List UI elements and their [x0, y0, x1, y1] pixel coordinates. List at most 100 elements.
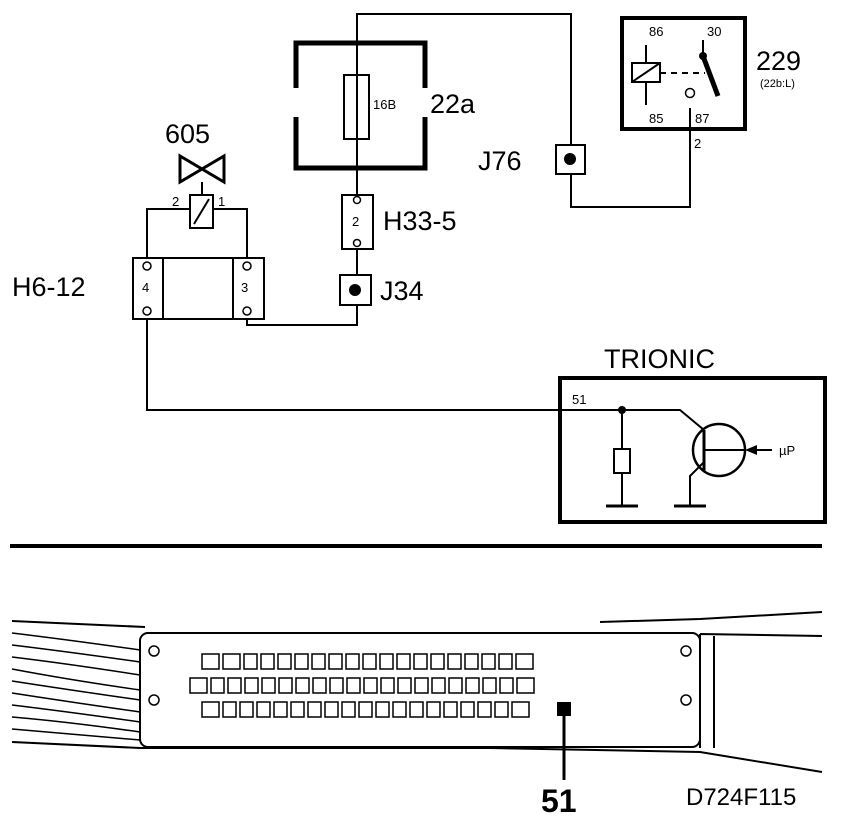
wire-h6pin4-to-valve2 [146, 208, 190, 264]
relay-pin-30: 30 [707, 24, 721, 39]
ecu-processor: µP [779, 443, 795, 458]
wire-valve1-to-h6pin3 [213, 208, 248, 264]
connector-h6: 4 3 H6-12 [12, 257, 265, 320]
valve-pin-1: 1 [218, 194, 225, 209]
h33-pin: 2 [352, 214, 359, 229]
connector-pin [324, 701, 339, 718]
ecu-resistor [613, 448, 631, 474]
connector-pin [227, 677, 242, 694]
connector-j76: J76 [478, 144, 586, 176]
connector-pin [511, 701, 530, 718]
connector-pin [409, 701, 424, 718]
connector-pin [499, 677, 514, 694]
connector-pin [448, 677, 463, 694]
fuse-box-label: 22a [430, 89, 476, 119]
relay-pin-85: 85 [649, 111, 663, 126]
relay: 86 30 85 87 2 229 (22b:L) [620, 16, 801, 151]
relay-sublabel: (22b:L) [760, 78, 795, 90]
ecu-connector-view: 51 D724F115 [11, 611, 823, 819]
connector-pin [256, 701, 271, 718]
connector-pin [414, 677, 429, 694]
connector-pin [278, 677, 293, 694]
connector-h33: 2 H33-5 [341, 194, 457, 250]
j76-label: J76 [478, 146, 522, 176]
connector-pin [222, 701, 237, 718]
relay-switch [700, 55, 721, 97]
connector-pin [273, 701, 288, 718]
connector-pin [328, 653, 343, 670]
ecu: TRIONIC 51 µP [558, 344, 827, 524]
figure-code: D724F115 [686, 784, 796, 811]
connector-pin [295, 677, 310, 694]
relay-pin-87: 87 [695, 111, 709, 126]
connector-pin [189, 677, 208, 694]
connector-pin [346, 677, 361, 694]
connector-pin [460, 701, 475, 718]
connector-pin [380, 677, 395, 694]
connector-pin [426, 701, 441, 718]
connector-j34: J34 [339, 274, 424, 306]
connector-pin [515, 653, 534, 670]
relay-out-pin: 2 [694, 136, 701, 151]
connector-pin [516, 677, 535, 694]
relay-label: 229 [756, 46, 801, 76]
ecu-outline [558, 376, 827, 524]
connector-pin [294, 653, 309, 670]
connector-pin [243, 653, 258, 670]
wire-h6pin4-to-ecu51 [146, 313, 622, 411]
pin-51-highlight [557, 702, 571, 716]
connector-pin [498, 653, 513, 670]
wires [146, 13, 691, 411]
callout-pin-label: 51 [541, 783, 577, 819]
connector-pin [363, 677, 378, 694]
connector-pin [443, 701, 458, 718]
connector-pin [261, 677, 276, 694]
connector-pin [210, 677, 225, 694]
valve: 605 2 1 [165, 119, 226, 229]
connector-pin [392, 701, 407, 718]
connector-pin [482, 677, 497, 694]
fuse-box: 16B 22a [293, 40, 476, 171]
connector-pin [260, 653, 275, 670]
connector-pin [307, 701, 322, 718]
connector-pin [222, 653, 241, 670]
valve-pin-2: 2 [172, 194, 179, 209]
connector-pin [447, 653, 462, 670]
connector-pin [379, 653, 394, 670]
connector-pin [239, 701, 254, 718]
connector-pin [345, 653, 360, 670]
h6-pin-4: 4 [142, 280, 149, 295]
relay-outline [620, 16, 747, 131]
connector-pin [481, 653, 496, 670]
pin-grid [189, 653, 535, 718]
connector-pin [465, 677, 480, 694]
ecu-pin: 51 [572, 392, 586, 407]
connector-pin [358, 701, 373, 718]
relay-contact [684, 87, 696, 99]
connector-pin [201, 653, 220, 670]
wire-j76-to-relay87 [570, 108, 691, 208]
h33-label: H33-5 [383, 206, 457, 236]
connector-pin [430, 653, 445, 670]
fuse-rating: 16B [373, 97, 396, 112]
connector-pin [362, 653, 377, 670]
h6-pin-3: 3 [241, 280, 248, 295]
valve-label: 605 [165, 119, 210, 149]
connector-pin [244, 677, 259, 694]
connector-pin [341, 701, 356, 718]
connector-pin [277, 653, 292, 670]
connector-pin [311, 653, 326, 670]
j34-label: J34 [380, 276, 424, 306]
connector-pin [312, 677, 327, 694]
connector-pin [413, 653, 428, 670]
h6-label: H6-12 [12, 272, 86, 302]
connector-pin [329, 677, 344, 694]
connector-pin [431, 677, 446, 694]
ecu-label: TRIONIC [604, 344, 715, 374]
connector-pin [477, 701, 492, 718]
connector-pin [396, 653, 411, 670]
connector-pin [494, 701, 509, 718]
connector-pin [290, 701, 305, 718]
connector-pin [375, 701, 390, 718]
